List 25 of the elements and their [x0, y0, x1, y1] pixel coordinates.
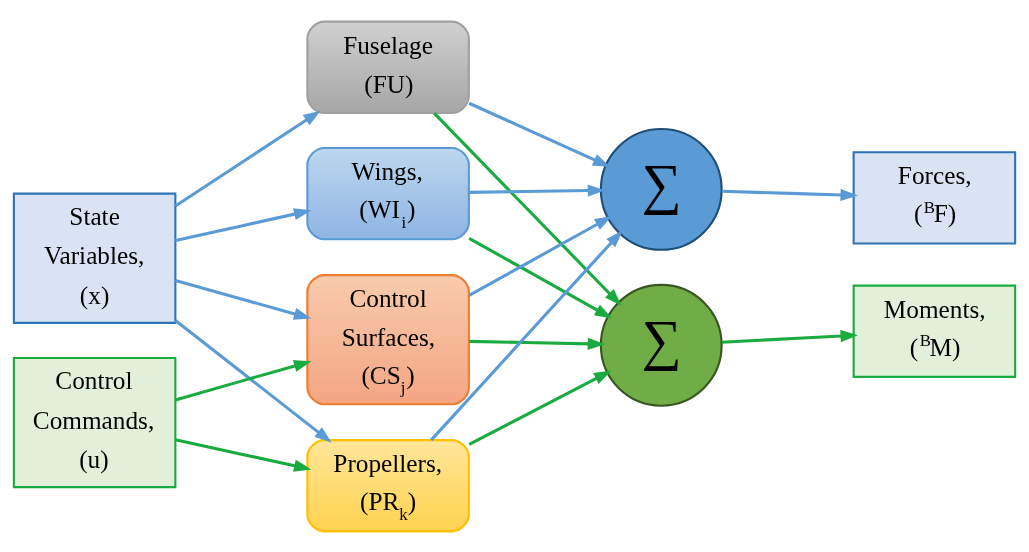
- arrow: [174, 110, 321, 207]
- arrow: [174, 318, 332, 443]
- node-circle: ∑: [599, 127, 723, 251]
- arrow: [721, 188, 858, 201]
- arrow: [468, 370, 612, 446]
- node-box: Fuselage (FU): [306, 20, 470, 114]
- arrow: [469, 337, 606, 350]
- node-box: Moments, ($^{B}$M): [852, 284, 1017, 378]
- arrow: [721, 329, 858, 344]
- arrow: [175, 359, 312, 401]
- arrow: [175, 207, 312, 242]
- arrow: [468, 101, 611, 167]
- arrow: [175, 278, 312, 320]
- arrow: [468, 236, 613, 319]
- node-box: Control Surfaces, (CS$_{j}$): [306, 273, 470, 405]
- arrow: [468, 215, 613, 297]
- node-box: Forces, ($^{B}$F): [852, 150, 1017, 245]
- node-box: State Variables, (x): [12, 192, 177, 324]
- node-box: Propellers, (PR$_{k}$): [306, 438, 470, 532]
- node-box: Wings, (WI$_{i}$): [306, 146, 470, 240]
- arrow: [433, 111, 622, 306]
- arrow: [175, 437, 312, 472]
- node-box: Control Commands, (u): [12, 356, 177, 488]
- node-circle: ∑: [599, 283, 723, 407]
- arrow: [430, 229, 623, 441]
